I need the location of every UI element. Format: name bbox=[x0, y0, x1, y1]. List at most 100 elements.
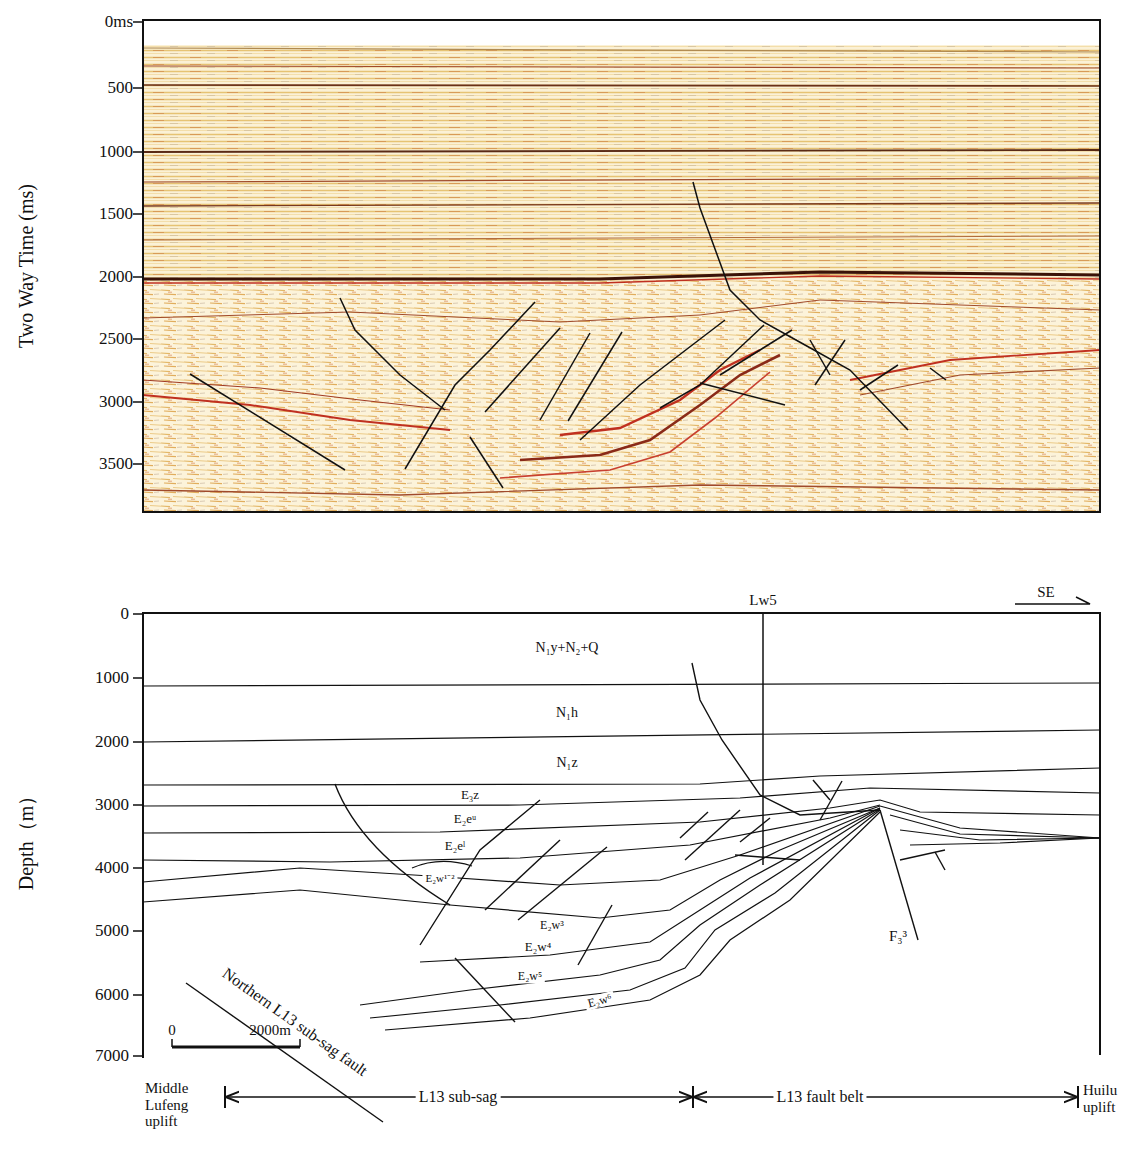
structure-name: L13 fault belt bbox=[773, 1088, 866, 1106]
axis-tick-label: 500 bbox=[108, 79, 134, 98]
seismic-reflector bbox=[143, 236, 1100, 240]
axis-tick-label: 0 bbox=[121, 605, 130, 624]
fault-line bbox=[820, 781, 842, 820]
horizon-line bbox=[370, 810, 880, 1018]
fault-line bbox=[693, 182, 908, 430]
axis-tick-label: 1000 bbox=[99, 143, 133, 162]
fault-line bbox=[860, 365, 898, 390]
axis-frame bbox=[143, 613, 1100, 1058]
seismic-image bbox=[143, 45, 1100, 280]
horizon-line bbox=[880, 806, 1100, 838]
fault-line bbox=[580, 320, 725, 440]
structure-name: Huilu uplift bbox=[1083, 1082, 1139, 1115]
axis-tick-label: 6000 bbox=[95, 986, 129, 1005]
fault-line bbox=[685, 810, 740, 860]
horizon-line bbox=[412, 861, 472, 868]
fault-line bbox=[935, 852, 945, 870]
horizon-line bbox=[385, 812, 880, 1030]
fault-name: F₃³ bbox=[889, 928, 907, 945]
fault-line bbox=[470, 437, 503, 488]
structure-name: Middle Lufeng uplift bbox=[145, 1080, 223, 1130]
axis-title: Two Way Time (ms) bbox=[15, 184, 37, 348]
seismic-reflector bbox=[520, 355, 780, 460]
horizon-line bbox=[143, 683, 1100, 1030]
seismic-reflector bbox=[143, 380, 450, 410]
zone-arrow bbox=[695, 1096, 1076, 1098]
horizon-line bbox=[143, 730, 1100, 742]
well-line bbox=[763, 613, 764, 865]
seismic-reflector bbox=[143, 178, 1100, 182]
horizon-line bbox=[143, 683, 1100, 686]
axis-tick-label: 3000 bbox=[95, 796, 129, 815]
well-name: Lw5 bbox=[749, 592, 777, 609]
formation-label: E₂w⁵ bbox=[515, 970, 545, 983]
zone-arrow bbox=[225, 1086, 1078, 1108]
fault-line bbox=[880, 810, 918, 940]
fault-line bbox=[420, 800, 540, 945]
horizon-line bbox=[143, 768, 1100, 785]
seismic-reflector bbox=[143, 48, 1100, 495]
axis-tick-label: 3500 bbox=[99, 455, 133, 474]
seismic-reflector bbox=[143, 66, 1100, 68]
horizon-line bbox=[890, 815, 1100, 838]
horizon-line bbox=[143, 805, 880, 862]
seismic-reflector bbox=[143, 150, 1100, 152]
seismic-reflector bbox=[143, 85, 1100, 86]
fault-line bbox=[720, 330, 792, 375]
fault-line bbox=[815, 340, 845, 385]
axis-frame bbox=[143, 20, 1100, 512]
axis-tick-label: 4000 bbox=[95, 859, 129, 878]
axis-frame bbox=[133, 20, 1100, 512]
seismic-reflector bbox=[143, 300, 1100, 322]
axis-frame bbox=[133, 614, 143, 1056]
fault-name: Northern L13 sub-sag fault bbox=[219, 964, 371, 1079]
scale-bar bbox=[172, 1039, 300, 1047]
seismic-reflector bbox=[143, 276, 1100, 283]
seismic-reflector bbox=[560, 350, 760, 435]
structure-name: L13 sub-sag bbox=[416, 1088, 501, 1106]
formation-label: E₂w¹⁻² bbox=[422, 872, 457, 884]
fault-line bbox=[190, 182, 946, 488]
seismic-reflector bbox=[850, 350, 1100, 380]
seismic-reflector bbox=[860, 368, 1100, 395]
seismic-reflector bbox=[500, 372, 770, 478]
horizon-line bbox=[143, 800, 1100, 833]
fault-line bbox=[335, 784, 450, 905]
fault-line bbox=[455, 958, 515, 1022]
fault-line bbox=[578, 905, 612, 965]
formation-label: E₃z bbox=[458, 788, 482, 802]
fault-line bbox=[540, 333, 590, 420]
fault-line bbox=[930, 368, 946, 380]
scale-label: 0 bbox=[168, 1022, 176, 1039]
fault-line bbox=[692, 663, 880, 815]
fault-line bbox=[680, 812, 708, 838]
horizon-line bbox=[420, 808, 880, 962]
fault-line bbox=[810, 340, 830, 375]
fault-line bbox=[485, 840, 560, 910]
formation-label: N₁z bbox=[553, 755, 580, 770]
fault-line bbox=[735, 855, 800, 860]
well-line bbox=[762, 613, 764, 865]
axis-tick-label: 3000 bbox=[99, 393, 133, 412]
horizon-line bbox=[143, 788, 1100, 806]
formation-label: N₁h bbox=[553, 705, 581, 720]
fault-line bbox=[700, 383, 785, 405]
fault-line bbox=[186, 663, 945, 1122]
axis-title: Depth（m） bbox=[15, 786, 37, 890]
formation-label: N₁y+N₂+Q bbox=[533, 640, 602, 655]
zone-arrow bbox=[225, 1086, 1078, 1108]
fault-line bbox=[405, 302, 535, 469]
axis-tick-label: 7000 bbox=[95, 1047, 129, 1066]
formation-label: E₂eᵘ bbox=[451, 812, 480, 826]
formation-label: E₂w⁴ bbox=[522, 940, 554, 954]
axis-tick-label: 2000 bbox=[99, 268, 133, 287]
seismic-reflector bbox=[143, 203, 1100, 206]
fault-line bbox=[340, 298, 445, 410]
scale-bar bbox=[172, 1046, 300, 1049]
seismic-reflector bbox=[143, 395, 450, 430]
fault-line bbox=[485, 328, 560, 412]
horizon-line bbox=[143, 806, 880, 885]
direction-label: SE bbox=[1037, 584, 1055, 601]
